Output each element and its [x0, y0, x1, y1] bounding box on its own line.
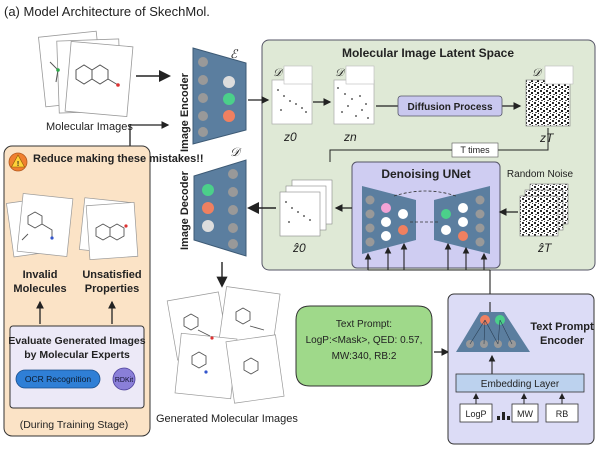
- unsatisfied-property-images: [79, 197, 139, 260]
- d-symbol-zn: 𝒟: [335, 67, 346, 79]
- token-logp-label: LogP: [465, 409, 486, 419]
- zT-decoded-thumbnail: [544, 65, 574, 85]
- zn-decoded-thumbnail: [345, 65, 375, 85]
- figure-title: (a) Model Architecture of SkechMol.: [4, 4, 210, 19]
- t-times-box: [451, 142, 499, 158]
- invalid-label-line2: Molecules: [13, 283, 66, 295]
- ocr-recognition-pill: [15, 369, 101, 389]
- denoising-unet-title: Denoising UNet: [381, 167, 470, 181]
- molecular-images-stack: [38, 30, 134, 118]
- embedding-layer-label: Embedding Layer: [481, 379, 560, 390]
- text-prompt-line1: Text Prompt:: [336, 319, 392, 330]
- eval-text-line1: Evaluate Generated Images: [8, 335, 145, 347]
- random-noise-label: Random Noise: [507, 169, 574, 180]
- decoder-symbol: 𝒟: [230, 145, 242, 159]
- training-stage-label: (During Training Stage): [20, 419, 129, 431]
- t-times-loop: [329, 128, 549, 162]
- unsatisfied-label-line2: Properties: [85, 283, 139, 295]
- molecular-images-label: Molecular Images: [46, 121, 133, 133]
- d-symbol-z0: 𝒟: [273, 67, 284, 79]
- token-ellipsis-icon: [497, 412, 510, 420]
- zn-label: zn: [343, 130, 357, 144]
- encoder-symbol: ℰ: [230, 47, 239, 61]
- z0-latent-tile: [271, 79, 313, 125]
- token-arrows: [473, 393, 565, 404]
- unsatisfied-label-line1: Unsatisfied: [82, 269, 141, 281]
- text-prompt-bubble: [295, 305, 433, 387]
- text-encoder-title-line2: Encoder: [540, 335, 585, 347]
- d-symbol-zT: 𝒟: [532, 67, 543, 79]
- warning-text: Reduce making these mistakes!!: [33, 153, 204, 165]
- svg-text:!: !: [17, 161, 19, 168]
- zn-latent-tile: [333, 79, 375, 125]
- generated-images-label: Generated Molecular Images: [156, 413, 298, 425]
- t-times-label: T times: [460, 145, 490, 155]
- rdkit-label: RDKit: [115, 377, 133, 384]
- z0-hat-stack: [279, 179, 333, 237]
- image-encoder-network: [192, 47, 247, 145]
- token-rb-box: [545, 403, 579, 423]
- text-encoder-title-line1: Text Prompt: [530, 321, 594, 333]
- z0-label: z0: [283, 130, 297, 144]
- diffusion-process-box: [397, 95, 503, 117]
- text-prompt-line3: MW:340, RB:2: [332, 351, 397, 362]
- invalid-molecule-images: [6, 193, 74, 258]
- zT-label: zT: [539, 131, 555, 145]
- z0-hat-label: ẑ0: [292, 241, 306, 255]
- image-decoder-label: Image Decoder: [179, 170, 191, 250]
- invalid-label-line1: Invalid: [23, 269, 58, 281]
- rdkit-badge: [112, 367, 136, 391]
- z0-decoded-thumbnail: [283, 65, 313, 85]
- zT-noise-tile: [525, 79, 571, 127]
- unet-network: [362, 186, 490, 254]
- generated-images-stack: [166, 286, 285, 404]
- ocr-recognition-label: OCR Recognition: [25, 374, 91, 384]
- eval-text-line2: by Molecular Experts: [24, 349, 130, 361]
- random-noise-stack: [519, 183, 569, 237]
- embedding-layer-box: [455, 373, 585, 393]
- diffusion-process-label: Diffusion Process: [407, 102, 492, 113]
- image-decoder-network: [193, 159, 247, 257]
- warning-icon: !: [8, 152, 28, 172]
- token-mw-label: MW: [517, 409, 533, 419]
- conditioning-arrows: [364, 242, 491, 310]
- zT-hat-label: ẑT: [537, 241, 553, 255]
- arrow-feedback-to-encoder: [129, 121, 170, 150]
- text-encoder-network: [456, 312, 530, 352]
- image-encoder-label: Image Encoder: [179, 72, 191, 152]
- token-logp-box: [459, 403, 493, 423]
- text-prompt-line2: LogP:<Mask>, QED: 0.57,: [306, 335, 423, 346]
- token-mw-box: [511, 403, 539, 423]
- latent-space-title: Molecular Image Latent Space: [342, 46, 514, 60]
- token-rb-label: RB: [556, 409, 569, 419]
